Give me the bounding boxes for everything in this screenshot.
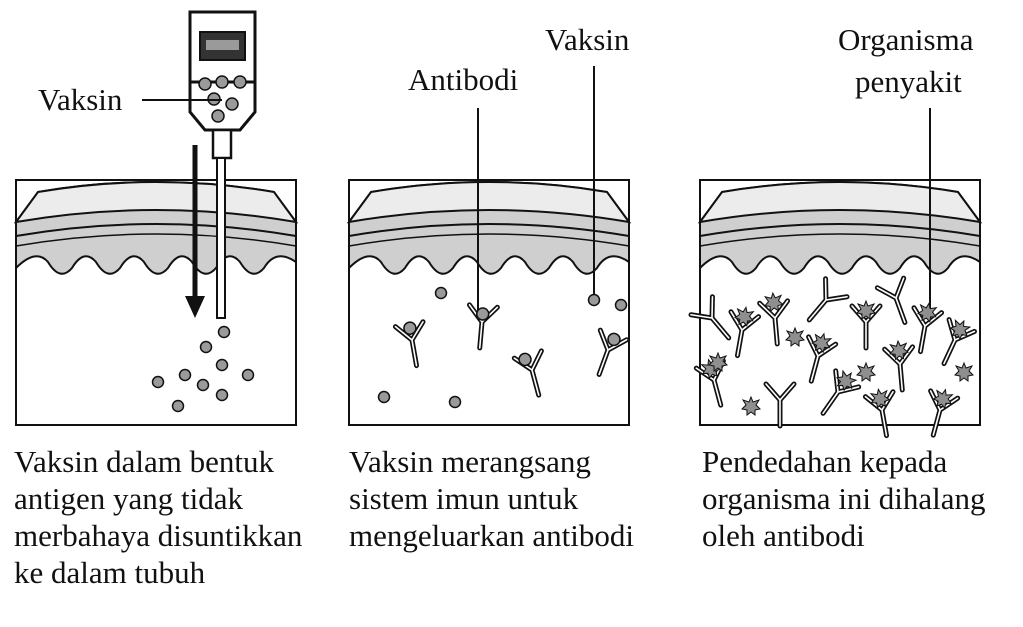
injection-arrow — [185, 145, 205, 318]
antibodies-panel-2 — [395, 305, 627, 399]
caption-panel-2: Vaksin merangsang sistem imun untuk meng… — [349, 444, 634, 553]
vaccine-particles-panel-2 — [377, 286, 628, 409]
label-vaccine: Vaksin — [545, 22, 630, 57]
vaccine-particles-panel-1 — [151, 325, 255, 413]
caption-panel-3: Pendedahan kepada organisma ini dihalang… — [702, 444, 986, 553]
label-pathogen-line1: Organisma — [838, 22, 974, 57]
label-pathogen-line2: penyakit — [855, 64, 962, 99]
syringe — [188, 10, 257, 319]
panel-1-skin-block — [13, 179, 299, 426]
caption-panel-1: Vaksin dalam bentuk antigen yang tidak m… — [14, 444, 303, 590]
label-syringe-vaccine: Vaksin — [38, 82, 123, 117]
label-antibody: Antibodi — [408, 62, 519, 97]
panel-2-skin-block — [346, 179, 632, 426]
